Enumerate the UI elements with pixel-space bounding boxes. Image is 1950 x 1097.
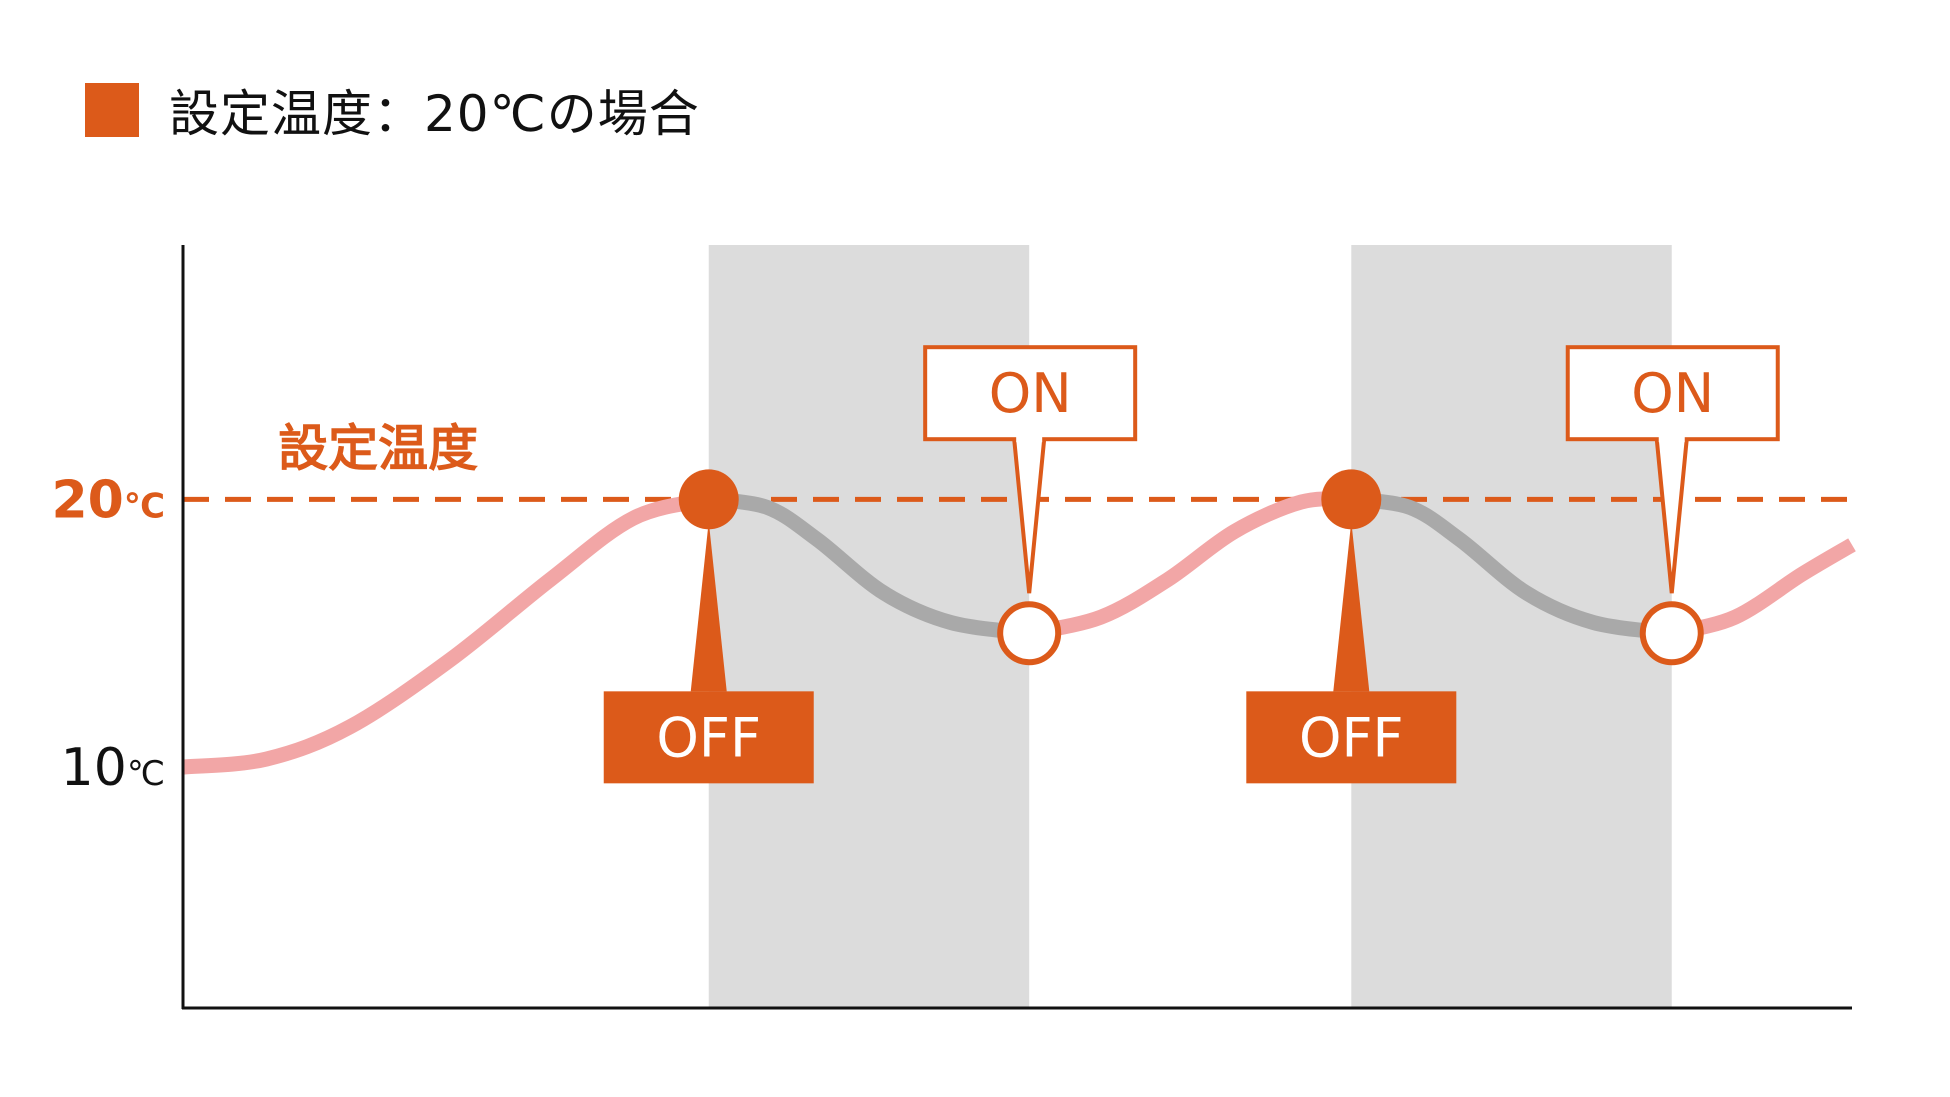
- callout-label: ON: [1631, 362, 1714, 425]
- callout-box: [1246, 691, 1457, 784]
- callout-label: OFF: [656, 706, 761, 769]
- callout-pointer: [690, 521, 727, 692]
- on-point-marker: [1639, 601, 1704, 666]
- off-point-marker: [678, 469, 739, 530]
- callout-box: [1565, 345, 1780, 442]
- callout-box: [603, 691, 814, 784]
- off-period-bands: [708, 245, 1672, 1008]
- cooling-curve: [1350, 491, 1673, 641]
- legend: 設定温度：20℃の場合: [85, 78, 700, 143]
- on-point-marker: [997, 601, 1062, 666]
- setpoint-line-group: 設定温度: [183, 419, 1852, 502]
- off-point-marker: [1321, 469, 1382, 530]
- callout-seam: [1016, 436, 1043, 443]
- on-annotation: ON: [923, 345, 1138, 666]
- legend-swatch: [85, 83, 139, 137]
- axes: [181, 245, 1852, 1010]
- temperature-curves: [182, 491, 1856, 775]
- callout-seam: [1658, 436, 1685, 443]
- y-tick-label: 20℃: [51, 470, 165, 530]
- on-annotation: ON: [1565, 345, 1780, 666]
- callout-pointer: [1333, 521, 1370, 692]
- legend-label: 設定温度：20℃の場合: [169, 85, 700, 143]
- setpoint-label: 設定温度: [278, 419, 478, 477]
- off-annotation: OFF: [603, 469, 814, 784]
- off-annotation: OFF: [1246, 469, 1457, 784]
- callout-box: [923, 345, 1138, 442]
- heating-curve: [182, 491, 711, 775]
- callout-label: ON: [989, 362, 1072, 425]
- y-tick-labels: 20℃ 10℃: [51, 470, 165, 798]
- y-tick-label: 10℃: [61, 738, 165, 798]
- on-off-markers: OFF ON OFF ON: [603, 345, 1780, 784]
- callout-label: OFF: [1299, 706, 1404, 769]
- cooling-curve: [707, 491, 1031, 641]
- heating-curve: [1027, 491, 1352, 641]
